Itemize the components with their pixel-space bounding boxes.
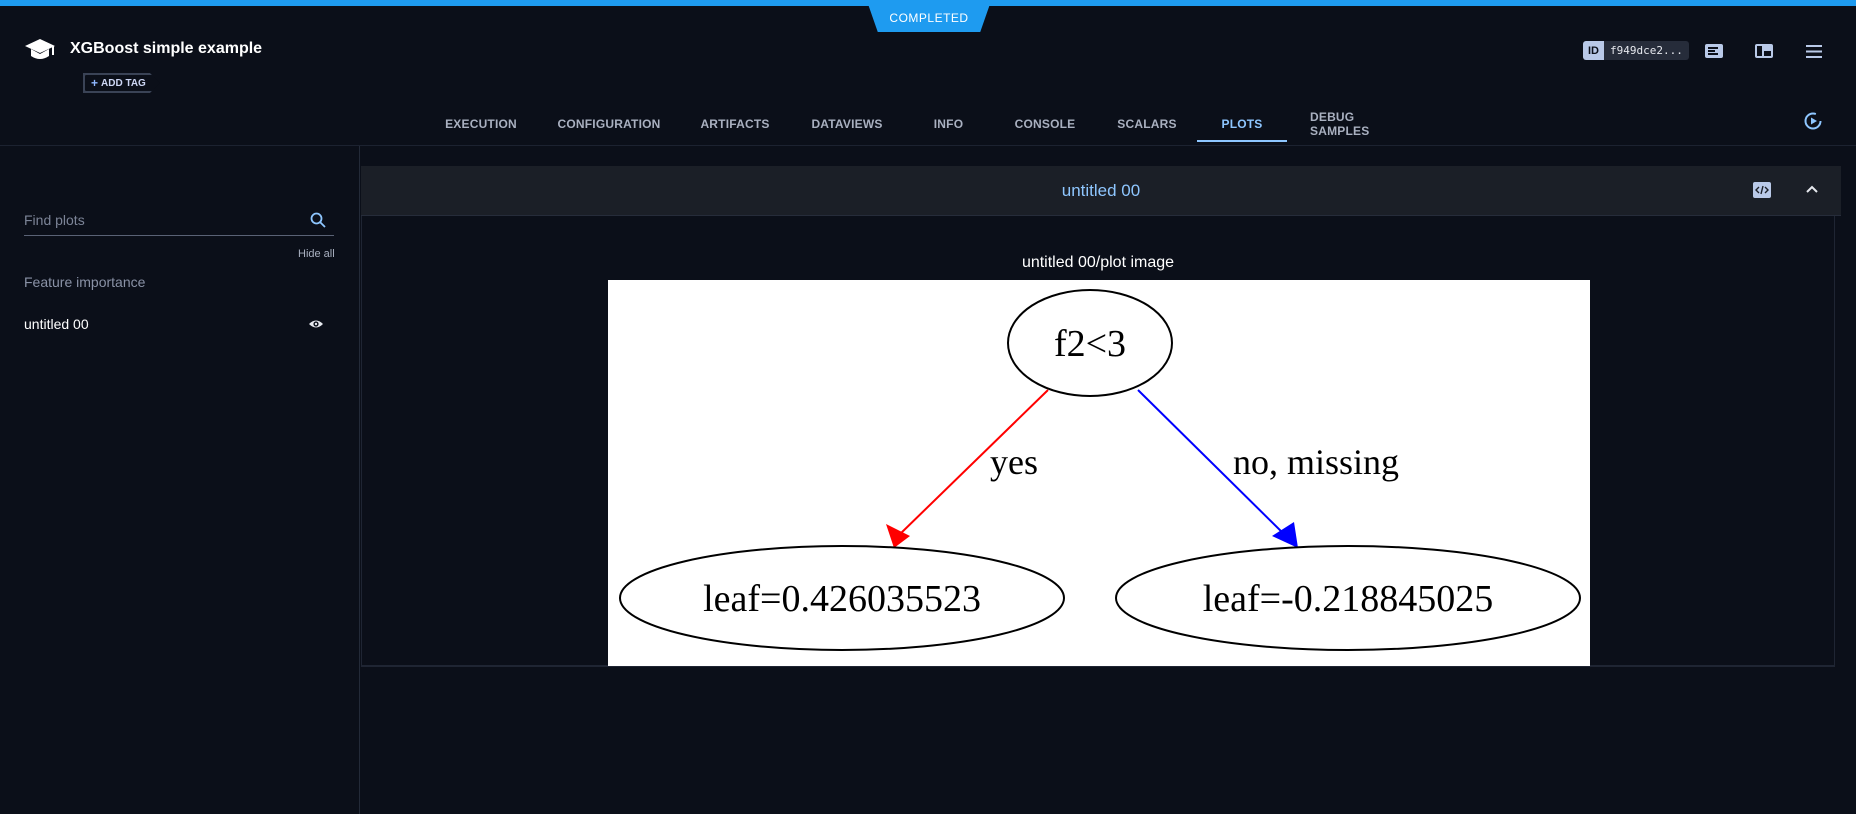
plot-section-header[interactable]: untitled 00 bbox=[361, 166, 1841, 216]
auto-refresh-icon[interactable] bbox=[1802, 110, 1824, 132]
plot-group-label[interactable]: Feature importance bbox=[24, 274, 146, 290]
no-edge bbox=[1137, 389, 1289, 539]
search-icon[interactable] bbox=[310, 212, 326, 228]
right-leaf-node bbox=[1115, 545, 1581, 651]
tab-console[interactable]: CONSOLE bbox=[1014, 117, 1076, 131]
menu-icon[interactable] bbox=[1803, 40, 1825, 62]
tab-debug-samples[interactable]: DEBUG SAMPLES bbox=[1310, 110, 1370, 138]
tab-plots[interactable]: PLOTS bbox=[1221, 117, 1263, 131]
tab-artifacts[interactable]: ARTIFACTS bbox=[700, 117, 770, 131]
hide-all-button[interactable]: Hide all bbox=[298, 248, 335, 260]
plot-item-label: untitled 00 bbox=[24, 316, 89, 332]
add-tag-label: ADD TAG bbox=[101, 77, 146, 89]
chevron-up-icon[interactable] bbox=[1804, 182, 1820, 198]
status-bar bbox=[0, 0, 1856, 6]
plots-main: untitled 00 untitled 00/plot image f2<3 … bbox=[361, 146, 1856, 814]
plus-icon: + bbox=[91, 76, 99, 90]
graduation-cap-icon bbox=[24, 36, 56, 64]
tab-execution[interactable]: EXECUTION bbox=[445, 117, 517, 131]
yes-edge-label: yes bbox=[990, 442, 1038, 482]
search-input[interactable] bbox=[24, 206, 304, 234]
add-tag-button[interactable]: + ADD TAG bbox=[84, 74, 160, 92]
tree-diagram: f2<3 yes no, missing leaf=0.426035523 le… bbox=[619, 289, 1581, 651]
tab-bar: EXECUTION CONFIGURATION ARTIFACTS DATAVI… bbox=[0, 104, 1856, 144]
right-leaf-label: leaf=-0.218845025 bbox=[1203, 578, 1494, 620]
tab-info[interactable]: INFO bbox=[933, 117, 964, 131]
plot-list-item[interactable]: untitled 00 bbox=[24, 314, 324, 334]
id-label: ID bbox=[1583, 41, 1604, 60]
section-bottom-divider bbox=[361, 666, 1835, 667]
root-node bbox=[1007, 289, 1173, 397]
plot-title: untitled 00/plot image bbox=[1021, 254, 1175, 271]
tab-dataviews[interactable]: DATAVIEWS bbox=[811, 117, 883, 131]
search-field bbox=[24, 206, 334, 236]
no-arrowhead bbox=[1272, 522, 1298, 548]
yes-arrowhead bbox=[886, 524, 910, 548]
layout-toggle-icon[interactable] bbox=[1753, 40, 1775, 62]
header-divider bbox=[0, 145, 1856, 146]
embed-code-icon[interactable] bbox=[1753, 182, 1771, 198]
task-title: XGBoost simple example bbox=[70, 40, 263, 57]
section-title: untitled 00 bbox=[1061, 181, 1141, 200]
yes-edge bbox=[897, 389, 1049, 537]
id-value: f949dce2... bbox=[1604, 41, 1689, 60]
left-leaf-node bbox=[619, 545, 1065, 651]
eye-icon[interactable] bbox=[308, 316, 324, 332]
plots-sidebar: Hide all Feature importance untitled 00 bbox=[0, 146, 360, 814]
no-edge-label: no, missing bbox=[1233, 442, 1399, 482]
tab-configuration[interactable]: CONFIGURATION bbox=[557, 117, 661, 131]
task-id-chip[interactable]: ID f949dce2... bbox=[1583, 41, 1689, 60]
root-node-label: f2<3 bbox=[1054, 323, 1126, 365]
details-panel-icon[interactable] bbox=[1703, 40, 1725, 62]
tab-scalars[interactable]: SCALARS bbox=[1117, 117, 1177, 131]
status-badge: COMPLETED bbox=[868, 4, 990, 32]
left-leaf-label: leaf=0.426035523 bbox=[703, 578, 981, 620]
plot-image: f2<3 yes no, missing leaf=0.426035523 le… bbox=[608, 280, 1590, 666]
active-tab-indicator bbox=[1197, 140, 1287, 142]
